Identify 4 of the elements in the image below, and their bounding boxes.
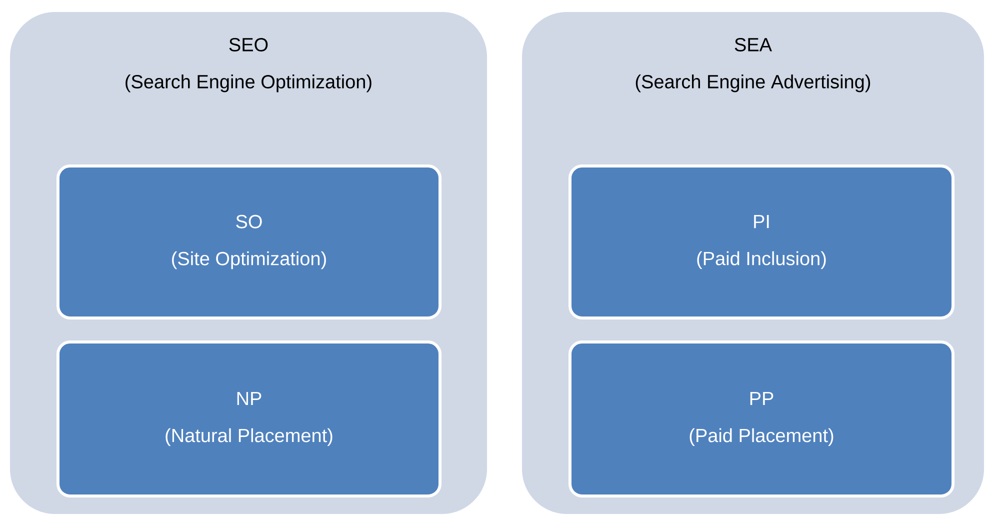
category-box: SO (Site Optimization): [56, 164, 442, 320]
category-box: PI (Paid Inclusion): [568, 164, 954, 320]
category-box: NP (Natural Placement): [56, 340, 442, 498]
category-box: PP (Paid Placement): [568, 340, 954, 498]
